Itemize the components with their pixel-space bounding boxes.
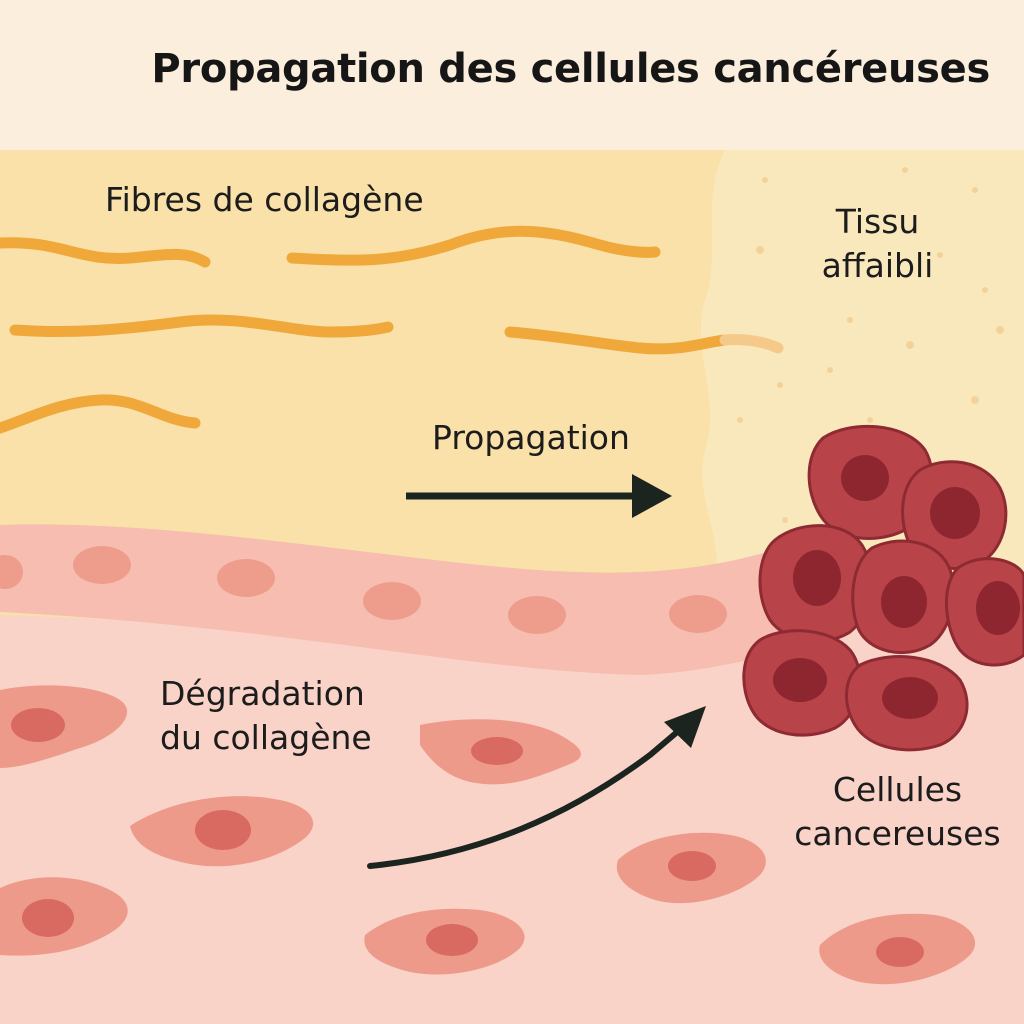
- collagen-fiber: [0, 237, 211, 268]
- cancer-cells-label: Cellules cancereuses: [780, 768, 1015, 856]
- weakened-tissue-label: Tissu affaibli: [790, 200, 965, 288]
- cancer-cell-cluster: [742, 424, 1024, 752]
- propagation-label: Propagation: [432, 418, 630, 457]
- collagen-fiber: [9, 314, 394, 338]
- normal-cell: [819, 913, 976, 985]
- band-cell: [73, 546, 131, 584]
- propagation-arrow: [406, 474, 672, 518]
- page-title: Propagation des cellules cancéreuses: [151, 46, 990, 92]
- cancer-cells-label-line1: Cellules: [832, 770, 963, 809]
- collagen-fibers: [0, 225, 784, 434]
- cancer-cell: [845, 655, 969, 752]
- band-cell: [508, 596, 566, 634]
- cancer-cells-label-line2: cancereuses: [794, 814, 1001, 853]
- cancer-cell: [851, 539, 956, 654]
- collagen-degradation-label-line2: du collagène: [160, 718, 372, 757]
- weakened-tissue-speckles: [737, 167, 1004, 523]
- collagen-fibers-label: Fibres de collagène: [105, 180, 424, 219]
- normal-cell: [0, 877, 128, 956]
- collagen-degradation-label-line1: Dégradation: [160, 674, 365, 713]
- band-cell: [669, 595, 727, 633]
- cancer-cell: [758, 524, 873, 643]
- band-cell: [217, 559, 275, 597]
- weakened-tissue-label-line1: Tissu: [835, 202, 920, 241]
- cancer-cell: [945, 557, 1024, 667]
- cancer-cell: [901, 460, 1008, 570]
- weakened-tissue-label-line2: affaibli: [821, 246, 934, 285]
- normal-cell: [0, 685, 128, 768]
- band-cell: [363, 582, 421, 620]
- normal-cell: [420, 719, 581, 785]
- normal-cells: [0, 685, 976, 985]
- collagen-fiber: [504, 326, 731, 355]
- cancer-cell: [742, 629, 862, 737]
- normal-cell: [616, 832, 766, 904]
- normal-cell: [364, 908, 525, 975]
- band-cell: [0, 555, 23, 589]
- collagen-fiber: [0, 394, 201, 434]
- header-background: [0, 0, 1024, 150]
- band-cells: [0, 546, 727, 634]
- normal-cell: [130, 796, 314, 867]
- collagen-fiber: [286, 225, 661, 266]
- collagen-degradation-label: Dégradation du collagène: [160, 672, 372, 760]
- invasion-arrow: [367, 706, 706, 869]
- collagen-fiber-faded: [719, 334, 784, 354]
